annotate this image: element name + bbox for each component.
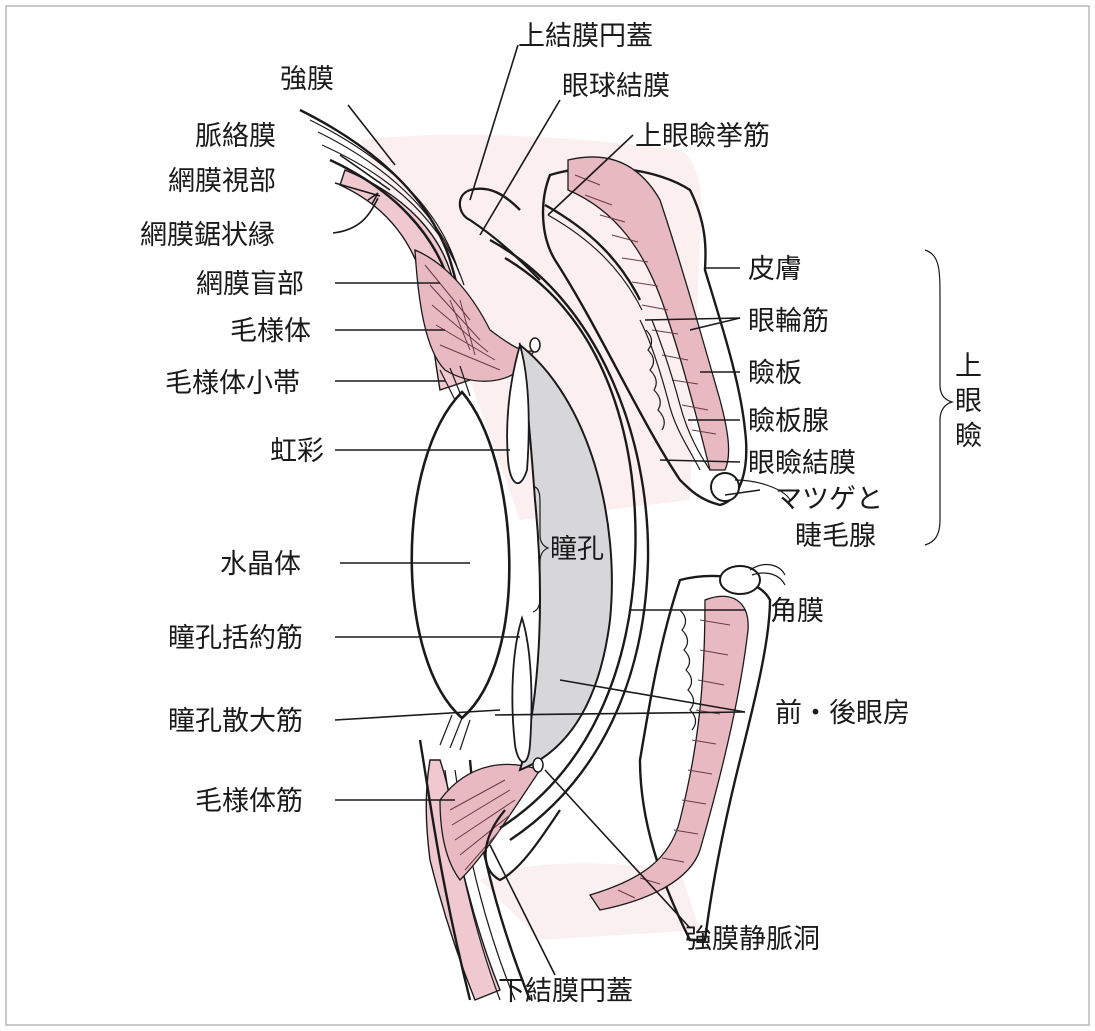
scleral-venous-sinus-lower [532,757,544,773]
label-levator-palpebrae: 上眼瞼挙筋 [635,121,770,152]
iris-upper [506,341,530,484]
iris-lower [511,614,533,763]
label-choroid: 脈絡膜 [195,121,276,152]
label-orbicularis-oculi: 眼輪筋 [748,306,829,337]
cornea [489,238,650,841]
label-bulbar-conjunctiva: 眼球結膜 [562,71,670,102]
label-pupil: 瞳孔 [550,534,604,565]
label-cornea: 角膜 [770,596,824,627]
label-ciliary-body: 毛様体 [230,316,311,347]
label-inferior-fornix: 下結膜円蓋 [498,976,633,1007]
label-skin: 皮膚 [748,254,802,285]
label-scleral-venous-sinus: 強膜静脈洞 [685,924,820,955]
lower-eyelid [588,563,786,942]
leader-lines [332,44,761,976]
label-ciliary-zonule: 毛様体小帯 [165,368,300,399]
label-tarsal-glands: 瞼板腺 [748,406,829,437]
label-retina-optic-part: 網膜視部 [168,166,276,197]
anterior-chamber [518,342,613,772]
label-superior-fornix: 上結膜円蓋 [518,21,653,52]
label-upper-eyelid-2: 眼 [955,386,982,417]
label-ciliary-glands: 睫毛腺 [795,521,876,552]
label-dilator-pupillae: 瞳孔散大筋 [168,706,303,737]
scleral-venous-sinus-upper [529,337,541,353]
label-palpebral-conjunctiva: 眼瞼結膜 [748,448,856,479]
label-iris: 虹彩 [270,436,324,467]
lower-fornix [484,809,561,882]
label-upper-eyelid-1: 上 [955,351,982,382]
levator-muscle [544,203,642,301]
label-retina-blind-part: 網膜盲部 [196,269,304,300]
skin-background [360,134,702,520]
pupil-brace [532,485,550,613]
label-chambers: 前・後眼房 [775,698,910,729]
label-tarsus: 瞼板 [748,358,802,389]
upper-eyelid-brace [924,249,955,546]
label-sphincter-pupillae: 瞳孔括約筋 [168,623,303,654]
upper-fornix [458,188,541,281]
label-ora-serrata: 網膜鋸状縁 [140,220,275,251]
label-eyelashes: マツゲと [775,484,883,515]
label-upper-eyelid-3: 瞼 [955,421,982,452]
label-sclera: 強膜 [280,64,334,95]
label-lens: 水晶体 [220,549,301,580]
label-ciliary-muscle: 毛様体筋 [195,786,303,817]
ciliary-body-lower [439,763,542,881]
